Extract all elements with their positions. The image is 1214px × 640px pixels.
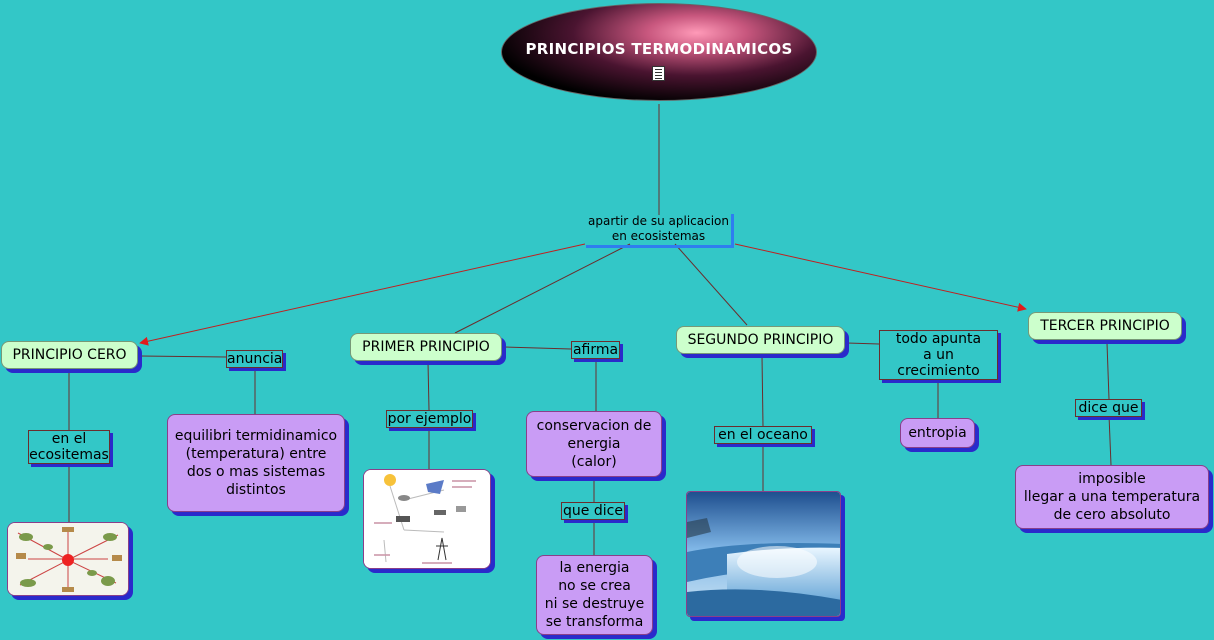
link-en-el-ecositemas[interactable]: en el ecositemas: [28, 430, 110, 464]
line-tercer-dicequ: [1106, 342, 1110, 400]
node-segundo-principio[interactable]: SEGUNDO PRINCIPIO: [676, 326, 845, 354]
line-segundo-apunta: [846, 342, 880, 345]
title-ellipse[interactable]: PRINCIPIOS TERMODINAMICOS: [501, 3, 817, 101]
link-anuncia[interactable]: anuncia: [226, 350, 283, 368]
energy-example-image[interactable]: [363, 469, 491, 569]
link-que-dice[interactable]: que dice: [561, 502, 625, 520]
link-todo-apunta[interactable]: todo apunta a un crecimiento: [879, 330, 998, 380]
ecosystem-food-web-image[interactable]: [7, 522, 129, 596]
line-to-segundo: [674, 243, 748, 326]
link-por-ejemplo[interactable]: por ejemplo: [386, 410, 473, 428]
document-icon[interactable]: [652, 66, 665, 81]
node-equilibrio[interactable]: equilibri termidinamico (temperatura) en…: [167, 414, 345, 512]
node-principio-cero[interactable]: PRINCIPIO CERO: [1, 341, 138, 369]
line-segundo-oceano: [761, 355, 764, 427]
link-afirma[interactable]: afirma: [571, 341, 620, 359]
food-web-drawing: [8, 523, 128, 595]
arrow-to-tercer: [734, 243, 1027, 312]
line-dicequ-imposible: [1108, 414, 1112, 466]
node-primer-principio[interactable]: PRIMER PRINCIPIO: [350, 333, 502, 361]
map-title: PRINCIPIOS TERMODINAMICOS: [525, 40, 793, 58]
line-primer-afirma: [503, 346, 572, 350]
node-entropia[interactable]: entropia: [900, 418, 975, 448]
center-label[interactable]: apartir de su aplicacion en ecosistemas: [586, 214, 734, 248]
node-energia[interactable]: la energia no se crea ni se destruye se …: [536, 555, 653, 635]
line-to-primer: [454, 243, 631, 334]
node-tercer-principio[interactable]: TERCER PRINCIPIO: [1028, 312, 1182, 340]
line-cero-anuncia: [139, 355, 227, 358]
line-primer-ejemplo: [427, 361, 430, 411]
link-dice-que[interactable]: dice que: [1075, 399, 1142, 417]
ocean-waterfall-image[interactable]: [686, 491, 841, 617]
node-conservacion[interactable]: conservacion de energia (calor): [526, 411, 662, 477]
waterfall-drawing: [687, 492, 840, 616]
energy-diagram-drawing: [364, 470, 490, 568]
arrow-to-cero: [139, 243, 586, 346]
link-en-el-oceano[interactable]: en el oceano: [714, 426, 812, 444]
node-imposible[interactable]: imposible llegar a una temperatura de ce…: [1015, 465, 1209, 529]
